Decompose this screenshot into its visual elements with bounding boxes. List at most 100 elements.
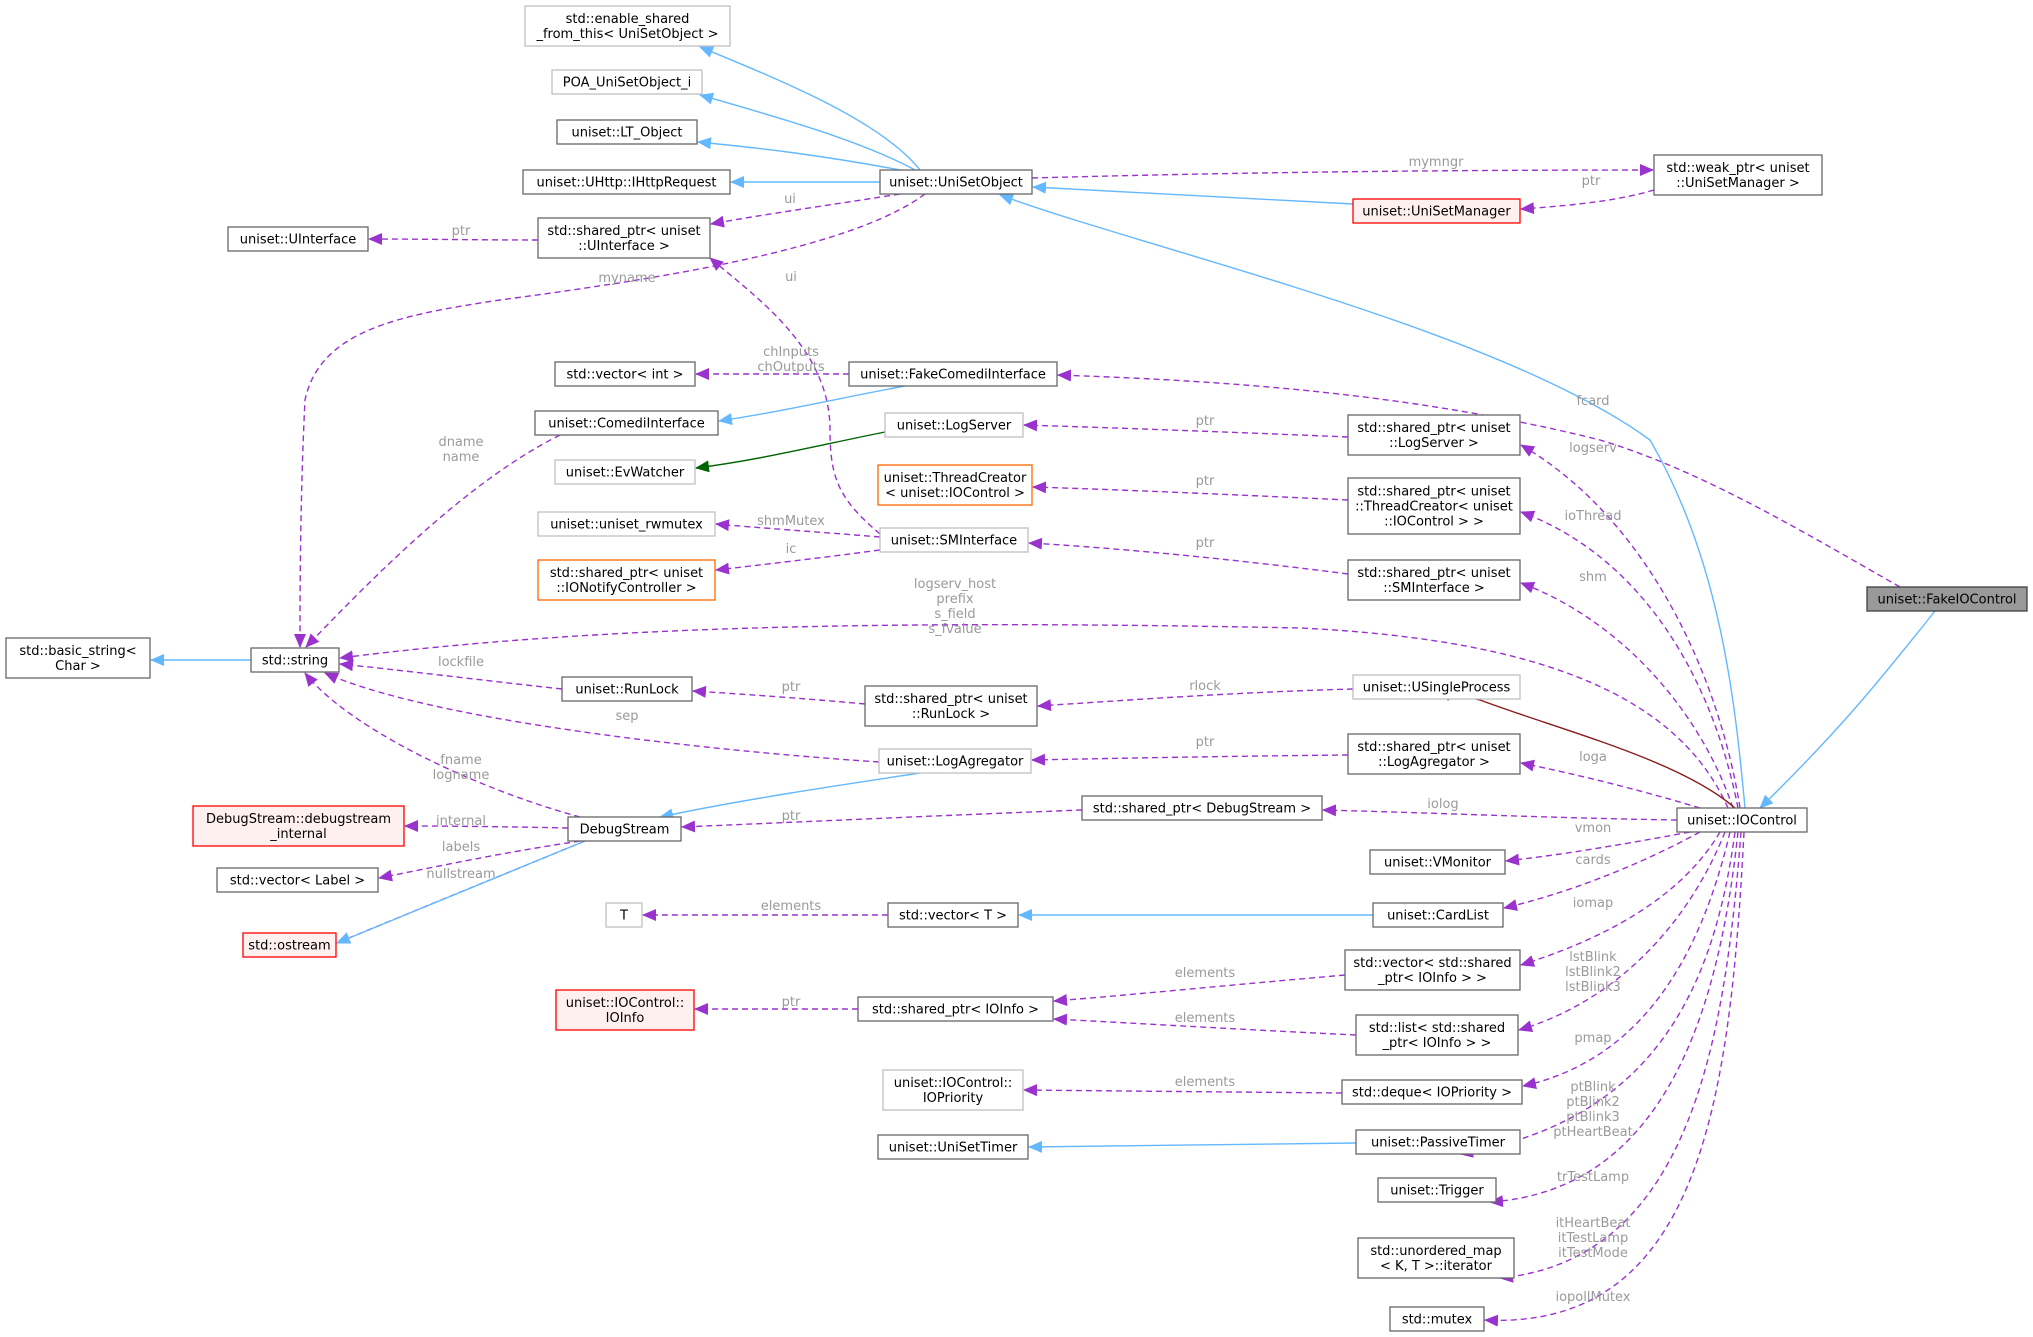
edge-sp_logagregator-to-logagregator: ptr <box>1031 735 1349 766</box>
node-unisetobject[interactable]: uniset::UniSetObject <box>879 169 1033 195</box>
node-unisettimer[interactable]: uniset::UniSetTimer <box>877 1134 1029 1160</box>
node-label: _internal <box>269 827 326 842</box>
edge-label: lockfile <box>438 655 484 670</box>
node-trigger[interactable]: uniset::Trigger <box>1377 1177 1497 1203</box>
node-vector-int[interactable]: std::vector< int > <box>554 361 696 387</box>
edge-label: ptr <box>1196 735 1215 750</box>
edge-label: chOutputs <box>757 360 825 375</box>
node-uinterface[interactable]: uniset::UInterface <box>227 226 369 252</box>
node-fakeiocontrol[interactable]: uniset::FakeIOControl <box>1866 586 2028 612</box>
node-logagregator[interactable]: uniset::LogAgregator <box>878 748 1032 774</box>
node-evwatcher[interactable]: uniset::EvWatcher <box>554 459 696 485</box>
usage-edge <box>1459 831 1736 1158</box>
node-lt-object[interactable]: uniset::LT_Object <box>556 119 698 145</box>
node-label: std::shared_ptr< uniset <box>1357 740 1510 755</box>
node-iopriority[interactable]: uniset::IOControl::IOPriority <box>882 1069 1024 1111</box>
usage-edge <box>378 840 581 882</box>
node-ihttp[interactable]: uniset::UHttp::IHttpRequest <box>522 169 731 195</box>
node-box <box>1372 902 1504 928</box>
node-deque-iopriority[interactable]: std::deque< IOPriority > <box>1341 1079 1523 1105</box>
node-ostream[interactable]: std::ostream <box>242 932 337 958</box>
usage-edge <box>1023 419 1349 438</box>
edge-label: ptr <box>452 224 471 239</box>
edge-label: ptr <box>1582 174 1601 189</box>
usage-edge <box>1522 831 1731 1090</box>
edge-label: ptBlink <box>1570 1080 1616 1095</box>
node-sp-logserver[interactable]: std::shared_ptr< uniset::LogServer > <box>1347 414 1521 456</box>
node-T[interactable]: T <box>605 902 643 928</box>
usage-edge <box>404 820 569 833</box>
node-sp-sminterface[interactable]: std::shared_ptr< uniset::SMInterface > <box>1347 559 1521 601</box>
node-box <box>534 410 719 436</box>
node-mutex[interactable]: std::mutex <box>1389 1306 1485 1332</box>
node-rwmutex[interactable]: uniset::uniset_rwmutex <box>537 511 716 537</box>
node-label: < K, T >::iterator <box>1380 1259 1493 1274</box>
edge-label: ui <box>784 192 796 207</box>
edge-label: vmon <box>1575 821 1612 836</box>
node-label: std::shared_ptr< uniset <box>547 224 700 239</box>
node-debugstream[interactable]: DebugStream <box>567 816 682 842</box>
node-stdstring[interactable]: std::string <box>250 647 340 673</box>
node-runlock[interactable]: uniset::RunLock <box>561 676 693 702</box>
inheritance-edge <box>699 46 921 171</box>
node-passivetimer[interactable]: uniset::PassiveTimer <box>1355 1129 1521 1155</box>
node-sp-logagregator[interactable]: std::shared_ptr< uniset::LogAgregator > <box>1347 733 1521 775</box>
node-threadcreator[interactable]: uniset::ThreadCreator< uniset::IOControl… <box>877 464 1033 506</box>
edge-label: rlock <box>1189 679 1221 694</box>
node-sp-threadcreator[interactable]: std::shared_ptr< uniset::ThreadCreator< … <box>1347 477 1521 535</box>
node-label: DebugStream <box>580 823 670 838</box>
node-comedi[interactable]: uniset::ComediInterface <box>534 410 719 436</box>
edge-iocontrol-to-sp_logagregator: loga <box>1520 750 1701 809</box>
node-label: std::shared_ptr< uniset <box>1357 566 1510 581</box>
node-label: std::vector< T > <box>899 909 1007 924</box>
node-vector-label[interactable]: std::vector< Label > <box>216 867 379 893</box>
node-unordered-map-it[interactable]: std::unordered_map< K, T >::iterator <box>1357 1237 1515 1279</box>
node-sp-uinterface[interactable]: std::shared_ptr< uniset::UInterface > <box>537 217 711 259</box>
edge-sp_logserver-to-logserver: ptr <box>1023 414 1349 438</box>
node-sp-runlock[interactable]: std::shared_ptr< uniset::RunLock > <box>864 685 1038 727</box>
node-fakecomedi[interactable]: uniset::FakeComediInterface <box>848 361 1058 387</box>
node-poa[interactable]: POA_UniSetObject_i <box>551 69 703 95</box>
node-ioinfo[interactable]: uniset::IOControl::IOInfo <box>555 989 695 1031</box>
inheritance-edge <box>695 431 886 473</box>
node-weak-ptr-mgr[interactable]: std::weak_ptr< uniset::UniSetManager > <box>1653 154 1823 196</box>
node-debugstream-internal[interactable]: DebugStream::debugstream_internal <box>192 805 405 847</box>
edge-label: s_fvalue <box>928 622 981 637</box>
edge-label: ioThread <box>1564 509 1621 524</box>
edge-label: itTestLamp <box>1558 1231 1628 1246</box>
usage-edge <box>1322 804 1678 821</box>
node-sminterface[interactable]: uniset::SMInterface <box>879 527 1029 553</box>
node-sp-debugstream[interactable]: std::shared_ptr< DebugStream > <box>1081 795 1323 821</box>
edge-label: ui <box>785 270 797 285</box>
node-label: uniset::uniset_rwmutex <box>550 518 703 533</box>
node-vector-sp-ioinfo[interactable]: std::vector< std::shared_ptr< IOInfo > > <box>1344 949 1521 991</box>
node-sp-ioinfo[interactable]: std::shared_ptr< IOInfo > <box>857 996 1054 1022</box>
node-cardlist[interactable]: uniset::CardList <box>1372 902 1504 928</box>
node-label: uniset::UniSetManager <box>1362 205 1511 220</box>
node-enable-shared[interactable]: std::enable_shared_from_this< UniSetObje… <box>524 5 731 47</box>
node-vmonitor[interactable]: uniset::VMonitor <box>1369 849 1506 875</box>
node-box <box>864 685 1038 727</box>
node-label: std::shared_ptr< uniset <box>874 692 1027 707</box>
node-box <box>561 676 693 702</box>
usage-edge <box>1028 537 1349 575</box>
usage-edge <box>692 685 866 705</box>
edge-usingleprocess-to-sp_runlock: rlock <box>1037 679 1354 712</box>
node-iocontrol[interactable]: uniset::IOControl <box>1676 807 1808 833</box>
node-box <box>1355 1014 1519 1056</box>
node-label: std::weak_ptr< uniset <box>1666 161 1809 176</box>
usage-edge <box>1520 831 1721 967</box>
node-logserver[interactable]: uniset::LogServer <box>884 412 1024 438</box>
node-vector-T[interactable]: std::vector< T > <box>887 902 1019 928</box>
node-sp-ionotify[interactable]: std::shared_ptr< uniset::IONotifyControl… <box>537 559 716 601</box>
node-label: std::vector< int > <box>566 368 683 383</box>
node-basic-string[interactable]: std::basic_string<Char > <box>5 637 151 679</box>
node-unisetmanager[interactable]: uniset::UniSetManager <box>1352 198 1521 224</box>
node-usingleprocess[interactable]: uniset::USingleProcess <box>1352 674 1521 700</box>
node-list-sp-ioinfo[interactable]: std::list< std::shared_ptr< IOInfo > > <box>1355 1014 1519 1056</box>
edge-deque_iopriority-to-iopriority: elements <box>1023 1075 1343 1097</box>
